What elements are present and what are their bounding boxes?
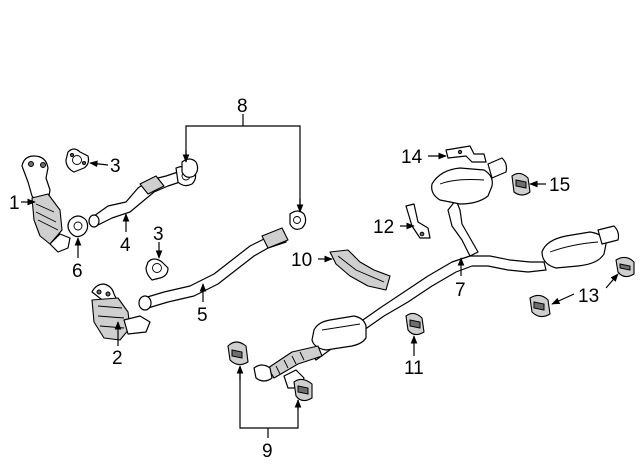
callout-numbers: 1 2 3 3 4 5 6 7 8 9 10 11 12 13 14 15 (9, 96, 599, 462)
callout-2: 2 (112, 348, 123, 369)
part-5-intermediate-pipe (138, 227, 289, 311)
part-1-catalytic-converter (21, 155, 71, 253)
part-9-insulator-left (227, 341, 249, 366)
leader-3-upper (89, 160, 109, 168)
part-10-heat-shield (329, 249, 391, 291)
leader-8-bracket (185, 125, 301, 210)
leader-13-lower (551, 293, 575, 305)
part-14-hanger (445, 145, 487, 163)
callout-10: 10 (291, 250, 312, 271)
part-6-gasket (67, 215, 89, 238)
callout-5: 5 (197, 305, 208, 326)
part-8-gasket-right (289, 210, 307, 230)
leader-lines (21, 114, 619, 438)
part-15-insulator (511, 172, 531, 196)
part-2-catalytic-converter (91, 283, 151, 341)
part-7-exhaust-assembly (253, 157, 620, 389)
callout-9: 9 (262, 441, 273, 462)
callout-15: 15 (549, 175, 570, 196)
callout-3-upper: 3 (110, 156, 121, 177)
part-12-hanger-bracket (405, 203, 431, 239)
callout-11: 11 (404, 358, 424, 379)
callout-13: 13 (578, 286, 599, 307)
callout-12: 12 (373, 217, 394, 238)
part-9-insulator-right (293, 378, 313, 402)
callout-1: 1 (9, 193, 20, 214)
leader-13-upper (605, 273, 619, 289)
callout-7: 7 (455, 280, 466, 301)
leader-9-bracket (239, 370, 299, 429)
part-8-gasket-left (181, 158, 199, 178)
callout-8: 8 (237, 96, 248, 117)
part-3-gasket-upper (65, 148, 90, 173)
callout-6: 6 (72, 261, 83, 282)
part-13-insulator-lower (529, 294, 551, 318)
part-3-gasket-lower (145, 258, 169, 281)
part-11-insulator (405, 312, 425, 336)
callout-3-lower: 3 (153, 224, 164, 245)
callout-14: 14 (401, 147, 423, 168)
part-13-insulator-upper (615, 256, 635, 278)
part-4-front-pipe (88, 165, 197, 228)
callout-4: 4 (120, 235, 131, 256)
